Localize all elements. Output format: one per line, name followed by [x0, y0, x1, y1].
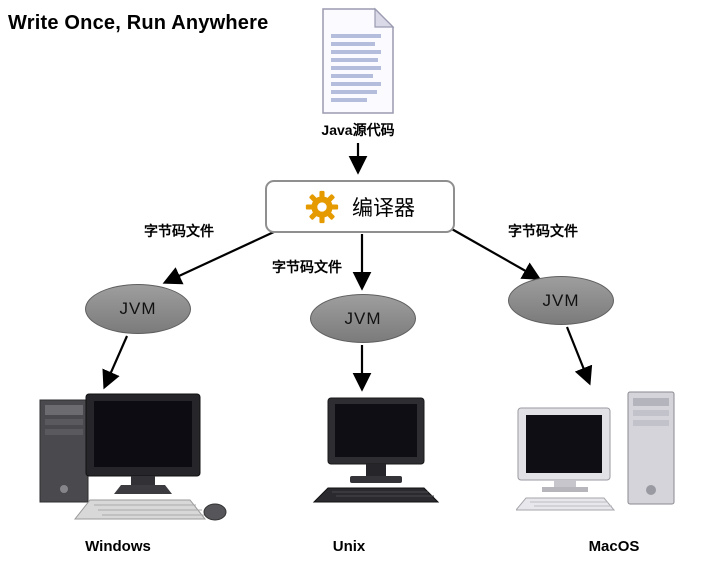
bytecode-label-right: 字节码文件 — [508, 223, 578, 239]
platform-label-windows: Windows — [85, 538, 151, 555]
bytecode-label-left: 字节码文件 — [144, 223, 214, 239]
java-source-label: Java源代码 — [321, 122, 395, 138]
compiler-box: 编译器 — [265, 180, 455, 233]
arrow-jvm-right-to-macos — [565, 326, 593, 386]
macos-computer-image — [516, 391, 675, 511]
page-title: Write Once, Run Anywhere — [8, 12, 269, 34]
platform-label-macos: MacOS — [588, 538, 640, 555]
bytecode-label-center: 字节码文件 — [272, 259, 342, 275]
platform-label-unix: Unix — [332, 538, 366, 555]
gear-icon — [305, 190, 339, 223]
unix-computer-image — [312, 397, 440, 503]
arrow-jvm-left-to-windows — [102, 335, 129, 390]
jvm-node-center: JVM — [310, 294, 416, 343]
jvm-node-left: JVM — [85, 284, 191, 334]
document-icon — [322, 7, 395, 114]
compiler-label: 编译器 — [352, 196, 415, 220]
jvm-node-right: JVM — [508, 276, 614, 325]
document-text-lines — [331, 34, 381, 102]
windows-computer-image — [39, 393, 227, 521]
